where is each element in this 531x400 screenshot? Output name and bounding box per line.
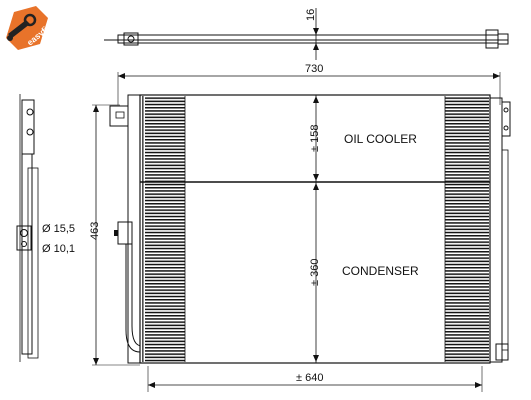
overall-width-label: 730 <box>305 63 323 75</box>
oil-cooler-label: OIL COOLER <box>344 132 417 146</box>
overall-height-label: 463 <box>89 222 101 240</box>
core-width-label: ± 640 <box>296 372 323 384</box>
inlet-diameter-label: Ø 15,5 <box>42 223 75 235</box>
overall-height-line <box>92 104 140 366</box>
outlet-diameter-label: Ø 10,1 <box>42 243 75 255</box>
easyfit-logo: easyfit <box>6 6 52 50</box>
condenser-label: CONDENSER <box>342 264 419 278</box>
core-width-line <box>147 366 483 392</box>
oil-cooler-height-label: ± 158 <box>309 125 321 152</box>
thickness-dimension: 16 <box>305 9 317 21</box>
condenser-height-label: ± 360 <box>309 259 321 286</box>
side-view <box>16 94 39 362</box>
overall-width-line <box>117 72 501 105</box>
top-view <box>104 8 509 60</box>
condenser-front-view <box>109 94 511 364</box>
